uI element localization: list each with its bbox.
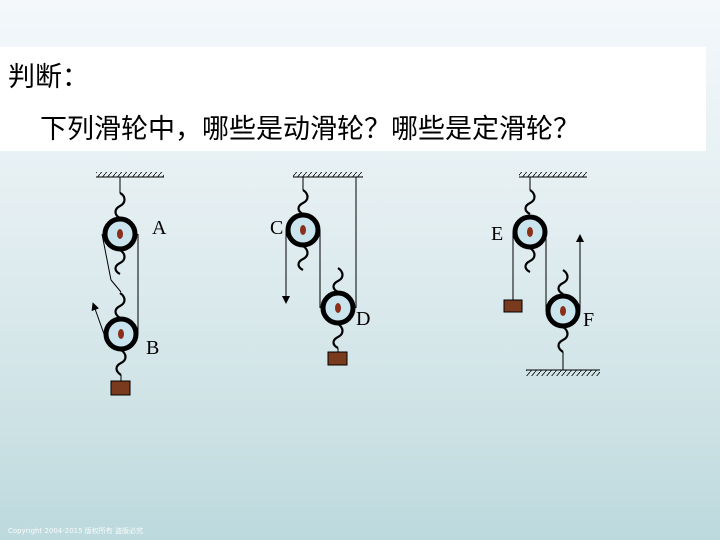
weight-d: [327, 351, 348, 366]
pull-arrow-b: [91, 302, 105, 335]
label-d: D: [356, 308, 370, 330]
weight-b: [110, 380, 131, 396]
copyright-footer: Copyright 2004-2015 版权所有 盗版必究: [8, 527, 144, 535]
pulley-f: [545, 293, 581, 329]
label-c: C: [270, 217, 283, 239]
pulley-e: [512, 214, 548, 250]
label-f: F: [583, 309, 594, 331]
pulley-system-cd: C D: [270, 172, 370, 366]
label-a: A: [152, 217, 167, 239]
ceiling-support-ef: [519, 172, 587, 178]
ceiling-support-ab: [96, 172, 164, 178]
label-e: E: [491, 223, 503, 245]
pulley-system-ab: A B: [91, 172, 167, 396]
question-text-box: 判断： 下列滑轮中，哪些是动滑轮？哪些是定滑轮？: [0, 47, 706, 151]
label-b: B: [146, 337, 159, 359]
ceiling-support-cd: [293, 172, 363, 178]
pulley-c: [285, 212, 321, 248]
pulley-b: [103, 316, 139, 352]
pulley-d: [320, 290, 356, 326]
pulley-system-ef: E F: [491, 172, 600, 376]
weight-e: [503, 299, 523, 313]
slide-question: 下列滑轮中，哪些是动滑轮？哪些是定滑轮？: [40, 114, 580, 145]
pulley-a: [102, 216, 138, 252]
slide-heading: 判断：: [8, 62, 89, 93]
floor-support-ef: [526, 369, 600, 376]
